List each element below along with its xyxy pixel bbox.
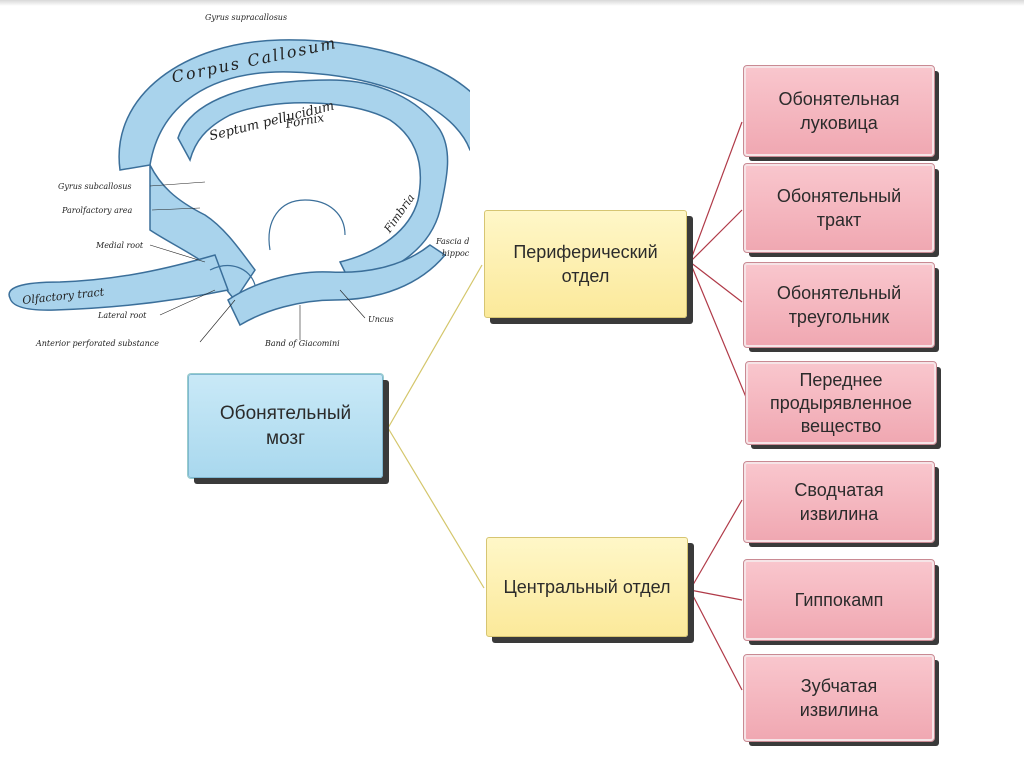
connector-olfactory-bulb: [689, 121, 743, 263]
top-shadow: [0, 0, 1024, 6]
leaf-anterior-perforated-substance-label: Переднее продырявленное вещество: [770, 369, 912, 436]
connector-olfactory-triangle: [689, 261, 743, 303]
label-lateral-root: Lateral root: [97, 311, 147, 320]
label-gyrus-supracallosus: Gyrus supracallosus: [205, 13, 287, 22]
connector-dentate-gyrus: [689, 589, 743, 691]
temporal-shape: [227, 244, 447, 327]
leader-line: [159, 289, 216, 316]
label-gyrus-subcallosus: Gyrus subcallosus: [58, 182, 131, 191]
label-band-of-giacomini: Band of Giacomini: [264, 339, 340, 348]
leaf-hippocampus-label: Гиппокамп: [794, 590, 884, 610]
leaf-olfactory-bulb: Обонятельная луковица: [743, 65, 935, 157]
connector-olfactory-tract: [689, 209, 743, 263]
branch-central-label: Центральный отдел: [503, 577, 671, 597]
label-fornix: Fornix: [283, 110, 325, 131]
connector-root-central: [387, 427, 485, 589]
connector-perforated-substance: [689, 261, 749, 403]
olfactory-tract-shape: [8, 254, 230, 311]
leader-line: [149, 181, 206, 187]
brain-illustration: Corpus Callosum Septum pellucidum Fornix…: [8, 13, 470, 348]
leaf-olfactory-bulb-label: Обонятельная луковица: [778, 89, 900, 133]
leader-line: [149, 244, 206, 263]
label-uncus: Uncus: [368, 315, 394, 324]
label-hippocampus: hippoc: [442, 249, 470, 258]
corpus-callosum-shape: [118, 39, 470, 171]
root-label: Обонятельный мозг: [219, 403, 352, 449]
label-anterior-perforated-substance: Anterior perforated substance: [35, 339, 159, 348]
leaf-fornicate-gyrus-label: Сводчатая извилина: [794, 480, 884, 524]
leaf-hippocampus: Гиппокамп: [743, 559, 935, 641]
subcallosal-shape: [149, 164, 256, 302]
branch-peripheral-label: Периферический отдел: [513, 242, 658, 286]
leaf-dentate-gyrus: Зубчатая извилина: [743, 654, 935, 742]
connector-fornicate-gyrus: [689, 499, 743, 591]
leader-line: [339, 289, 366, 319]
leaf-fornicate-gyrus: Сводчатая извилина: [743, 461, 935, 543]
root-node: Обонятельный мозг: [188, 374, 383, 478]
leaf-olfactory-tract-label: Обонятельный тракт: [776, 186, 902, 230]
perforated-substance-outline: [209, 265, 256, 286]
connector-root-peripheral: [387, 264, 483, 429]
connector-hippocampus: [689, 589, 743, 601]
leader-line: [199, 299, 236, 343]
branch-peripheral: Периферический отдел: [484, 210, 687, 318]
leaf-olfactory-triangle-label: Обонятельный треугольник: [776, 283, 902, 327]
label-medial-root: Medial root: [95, 241, 144, 250]
label-fascia-dentata: Fascia d: [435, 237, 469, 246]
leaf-olfactory-triangle: Обонятельный треугольник: [743, 262, 935, 348]
leaf-anterior-perforated-substance: Переднее продырявленное вещество: [745, 361, 937, 445]
leaf-dentate-gyrus-label: Зубчатая извилина: [799, 676, 879, 720]
leaf-olfactory-tract: Обонятельный тракт: [743, 163, 935, 253]
branch-central: Центральный отдел: [486, 537, 688, 637]
leader-line: [151, 207, 201, 211]
label-parolfactory-area: Parolfactory area: [61, 206, 132, 215]
inner-curve: [268, 199, 346, 251]
